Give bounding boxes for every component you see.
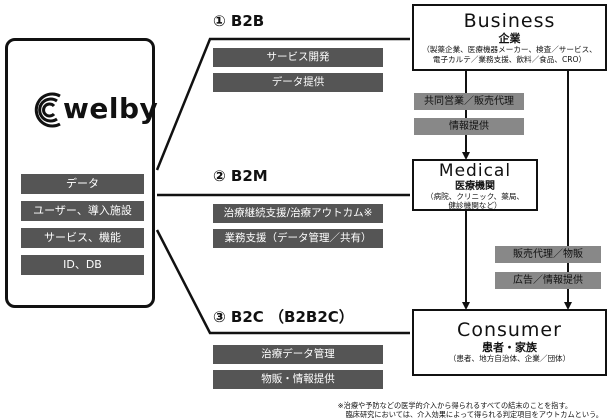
medical-detail-1: （病院、クリニック、薬局、 [425,192,525,201]
b2c-title: ③ B2C （B2B2C） [213,308,354,326]
welby-logo: welby [30,90,158,130]
feature-data: データ [21,174,144,194]
medical-box: Medical 医療機関 （病院、クリニック、薬局、 健診機関など） [412,159,538,211]
consumer-subtitle: 患者・家族 [482,341,537,354]
footnote-line-2: 臨床研究においては、介入効果によって得られる判定項目をアウトカムという。 [345,410,603,419]
b2m-tag-work-support: 業務支援（データ管理／共有） [213,229,383,248]
footnote: ※治療や予防などの医学的介入から得られるすべての結末のことを指す。 臨床研究にお… [338,401,603,419]
business-box: Business 企業 （製薬企業、医療機器メーカー、検査／サービス、 電子カル… [412,4,607,71]
b2b-tag-data-provision: データ提供 [213,73,383,92]
b2c-tag-sales-info: 物販・情報提供 [213,370,383,389]
consumer-title: Consumer [457,319,562,341]
flow-tag-ads-info: 広告／情報提供 [495,272,601,289]
medical-title: Medical [438,161,512,181]
feature-users-facilities: ユーザー、導入施設 [21,201,144,221]
feature-services: サービス、機能 [21,228,144,248]
b2b-title: ① B2B [213,12,265,30]
welby-panel [5,38,155,308]
consumer-box: Consumer 患者・家族 （患者、地方自治体、企業／団体） [412,309,607,376]
flow-tag-info-provision: 情報提供 [414,118,524,135]
b2c-connector [155,229,410,335]
flow-tag-joint-sales: 共同営業／販売代理 [414,93,524,110]
b2m-tag-treatment-support: 治療継続支援/治療アウトカム※ [213,204,383,223]
welby-logo-text: welby [63,92,159,125]
consumer-detail: （患者、地方自治体、企業／団体） [448,354,571,363]
welby-logo-mark-icon [34,92,61,128]
b2c-tag-treatment-data: 治療データ管理 [213,345,383,364]
feature-id-db: ID、DB [21,255,144,275]
medical-subtitle: 医療機関 [455,181,495,192]
b2b-connector [155,37,410,171]
medical-detail-2: 健診機関など） [448,201,502,210]
business-title: Business [463,10,556,32]
business-detail-1: （製薬企業、医療機器メーカー、検査／サービス、 [422,45,597,54]
flow-tag-sales-agency: 販売代理／物販 [495,246,601,263]
business-subtitle: 企業 [498,32,521,45]
footnote-line-1: ※治療や予防などの医学的介入から得られるすべての結末のことを指す。 [337,401,573,410]
b2b-tag-service-dev: サービス開発 [213,48,383,67]
business-detail-2: 電子カルテ／業務支援、飲料／食品、CRO） [432,55,587,64]
b2m-title: ② B2M [213,167,268,185]
